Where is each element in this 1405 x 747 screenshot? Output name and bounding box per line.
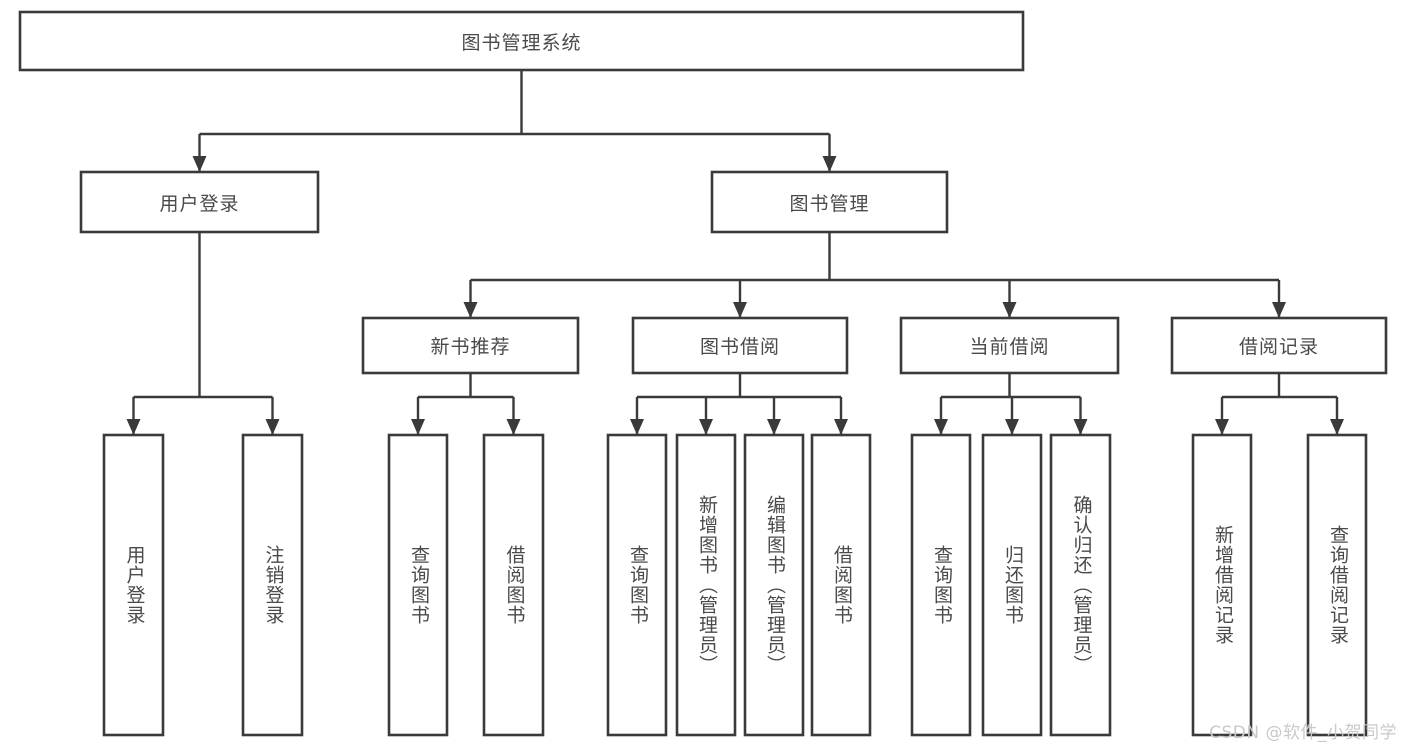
arrow-head-icon — [463, 302, 478, 318]
arrow-head-icon — [506, 419, 521, 435]
arrow-head-icon — [733, 302, 747, 318]
node-box-n-user-login[interactable] — [79, 170, 320, 234]
arrow-head-icon — [126, 419, 141, 435]
watermark-text: CSDN @软件_小贺同学 — [1209, 723, 1397, 743]
node-box-l-add-record[interactable] — [1191, 433, 1253, 737]
arrow-head-icon — [630, 419, 644, 435]
arrow-head-icon — [767, 419, 781, 435]
node-box-l-borrow-book-1[interactable] — [482, 433, 545, 737]
arrow-head-icon — [1005, 419, 1019, 435]
edges-layer — [126, 70, 1344, 435]
arrow-head-icon — [822, 156, 837, 172]
arrow-head-icon — [1002, 302, 1017, 318]
node-box-root[interactable] — [18, 10, 1025, 72]
arrow-head-icon — [1073, 419, 1088, 435]
arrow-head-icon — [934, 419, 948, 435]
arrow-head-icon — [192, 156, 207, 172]
node-box-l-query-book-1[interactable] — [387, 433, 449, 737]
arrow-head-icon — [1330, 419, 1344, 435]
node-box-l-query-record[interactable] — [1306, 433, 1368, 737]
node-box-l-edit-book[interactable] — [743, 433, 805, 737]
node-box-n-borrow-record[interactable] — [1170, 316, 1388, 375]
node-box-l-query-book-2[interactable] — [606, 433, 668, 737]
arrow-head-icon — [265, 419, 280, 435]
arrow-head-icon — [834, 419, 848, 435]
node-box-n-book-borrow[interactable] — [631, 316, 849, 375]
node-box-l-query-book-3[interactable] — [910, 433, 972, 737]
node-box-l-confirm-return[interactable] — [1049, 433, 1112, 737]
arrow-head-icon — [411, 419, 425, 435]
node-box-l-borrow-book-2[interactable] — [810, 433, 872, 737]
node-box-l-user-login[interactable] — [102, 433, 165, 737]
arrow-head-icon — [1272, 302, 1286, 318]
arrow-head-icon — [699, 419, 713, 435]
node-box-l-add-book[interactable] — [675, 433, 737, 737]
arrow-head-icon — [1215, 419, 1229, 435]
node-box-n-book-mgmt[interactable] — [710, 170, 949, 234]
node-box-l-return-book[interactable] — [981, 433, 1043, 737]
node-box-n-current-borrow[interactable] — [899, 316, 1120, 375]
node-box-l-logout[interactable] — [241, 433, 304, 737]
node-box-n-new-book-rec[interactable] — [361, 316, 580, 375]
boxes-layer — [18, 10, 1388, 737]
